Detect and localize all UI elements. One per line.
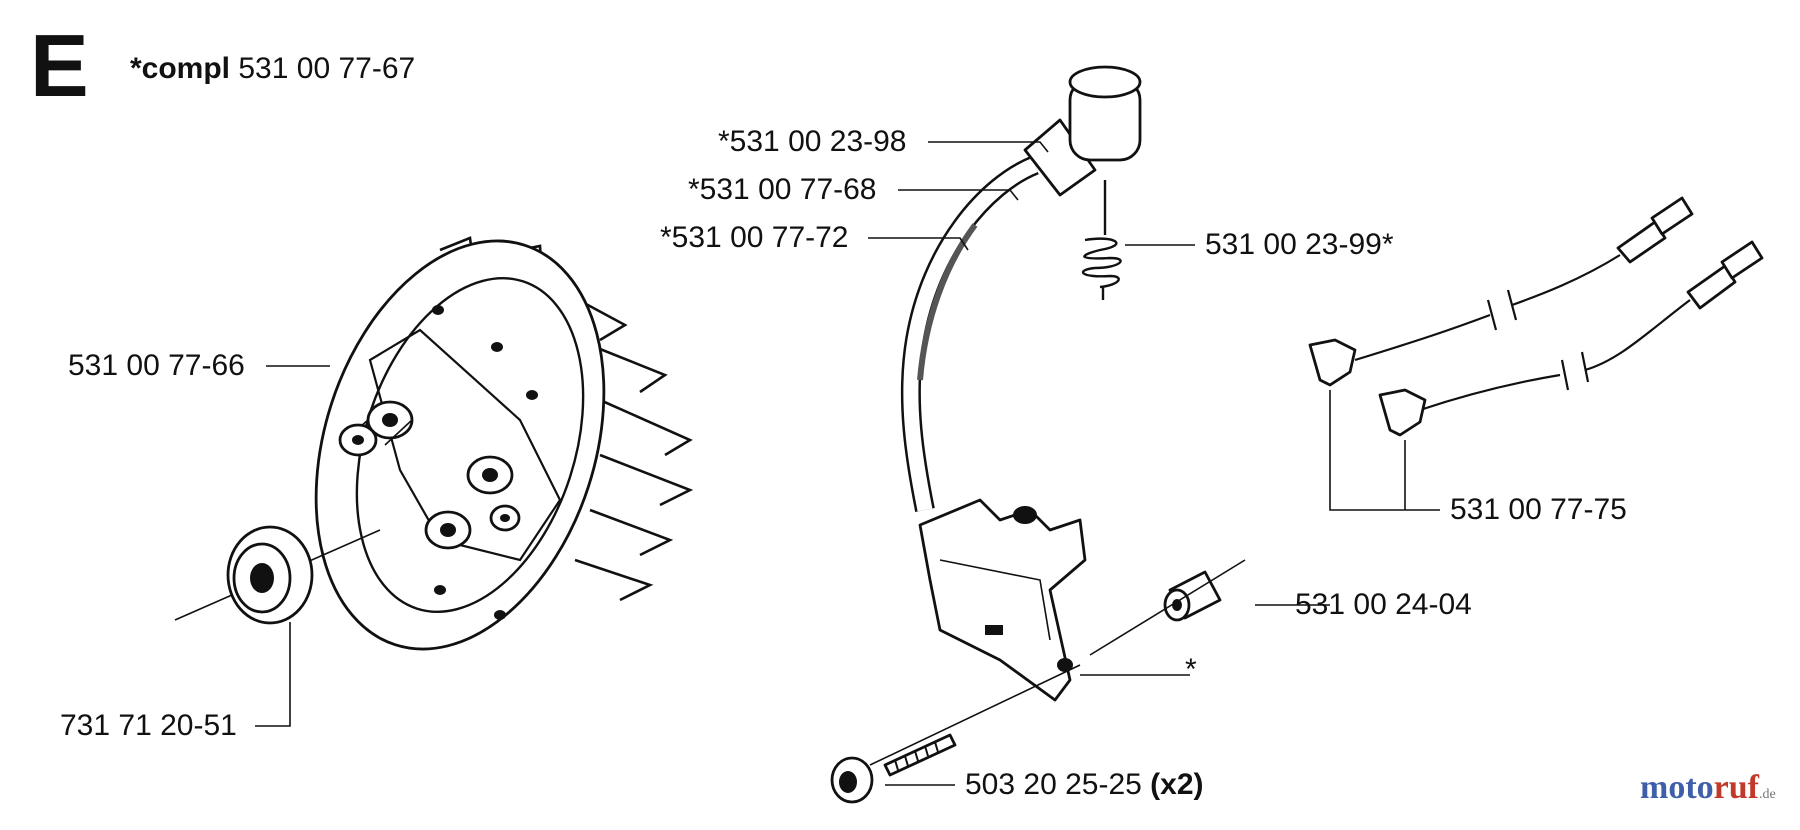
- callout-ignition-leads[interactable]: 531 00 77-75: [1450, 493, 1627, 526]
- flywheel-nut-drawing: [226, 525, 314, 625]
- callout-ignition-module[interactable]: *: [1185, 653, 1197, 686]
- ignition-module-drawing: [830, 65, 1246, 804]
- callout-flywheel-nut[interactable]: 731 71 20-51: [60, 709, 237, 742]
- watermark-brand-part2: ruf: [1713, 769, 1759, 806]
- header-line: *compl 531 00 77-67: [130, 54, 415, 84]
- header-prefix: *compl: [130, 52, 231, 85]
- leader-lines: [255, 141, 1440, 786]
- callout-screw-qty: (x2): [1150, 768, 1204, 801]
- callout-spacer[interactable]: 531 00 24-04: [1295, 588, 1472, 621]
- callout-flywheel[interactable]: 531 00 77-66: [68, 349, 245, 382]
- ignition-leads-drawing: [1308, 196, 1764, 437]
- callout-spark-plug-cap[interactable]: *531 00 23-98: [718, 125, 907, 158]
- watermark-tld: .de: [1758, 787, 1776, 802]
- section-letter: E: [30, 16, 89, 115]
- callout-cap-spring[interactable]: 531 00 23-99*: [1205, 228, 1394, 261]
- callout-screw-number: 503 20 25-25: [965, 768, 1142, 801]
- watermark-logo: motoruf.de: [1640, 770, 1776, 813]
- watermark-brand-part1: moto: [1640, 769, 1714, 806]
- flywheel-drawing: [174, 236, 694, 651]
- callout-hv-lead[interactable]: *531 00 77-68: [688, 173, 877, 206]
- callout-lead-sleeve[interactable]: *531 00 77-72: [660, 221, 849, 254]
- header-part-number: 531 00 77-67: [238, 52, 416, 85]
- callout-screw[interactable]: 503 20 25-25 (x2): [965, 770, 1204, 800]
